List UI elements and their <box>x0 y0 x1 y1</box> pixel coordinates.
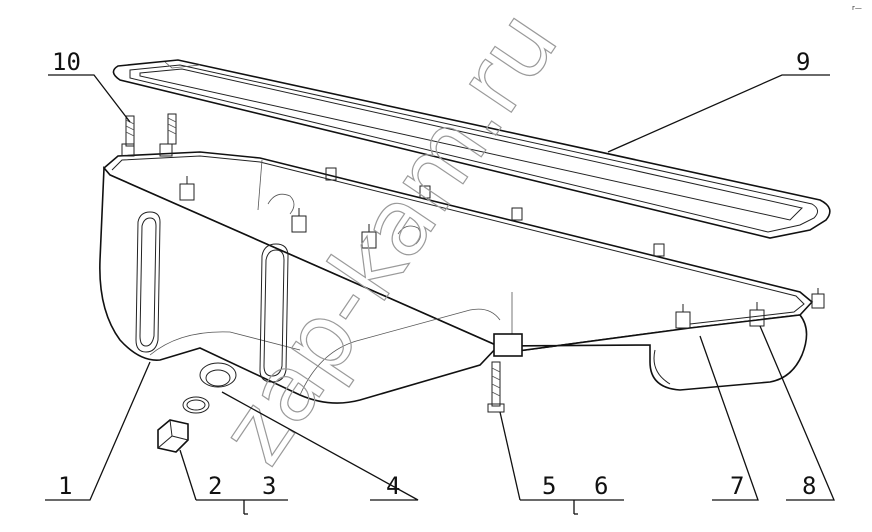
callout-8: 8 <box>802 472 816 500</box>
callout-7: 7 <box>730 472 744 500</box>
corner-mark: r— <box>852 4 862 12</box>
callout-5: 5 <box>542 472 556 500</box>
gasket-part <box>112 59 831 239</box>
callout-3: 3 <box>262 472 276 500</box>
bracket-and-bolt <box>487 333 523 413</box>
drain-plug-assembly <box>157 362 237 453</box>
callout-4: 4 <box>386 472 400 500</box>
callout-6: 6 <box>594 472 608 500</box>
leader-lines <box>45 74 835 515</box>
callout-10: 10 <box>52 48 81 76</box>
oil-pan-body <box>99 151 814 404</box>
callout-9: 9 <box>796 48 810 76</box>
callout-labels: 10 9 1 2 3 4 5 6 7 8 r— <box>52 4 862 500</box>
flange-bolts <box>121 143 825 329</box>
callout-1: 1 <box>58 472 72 500</box>
stud-bolts <box>125 113 177 147</box>
callout-2: 2 <box>208 472 222 500</box>
